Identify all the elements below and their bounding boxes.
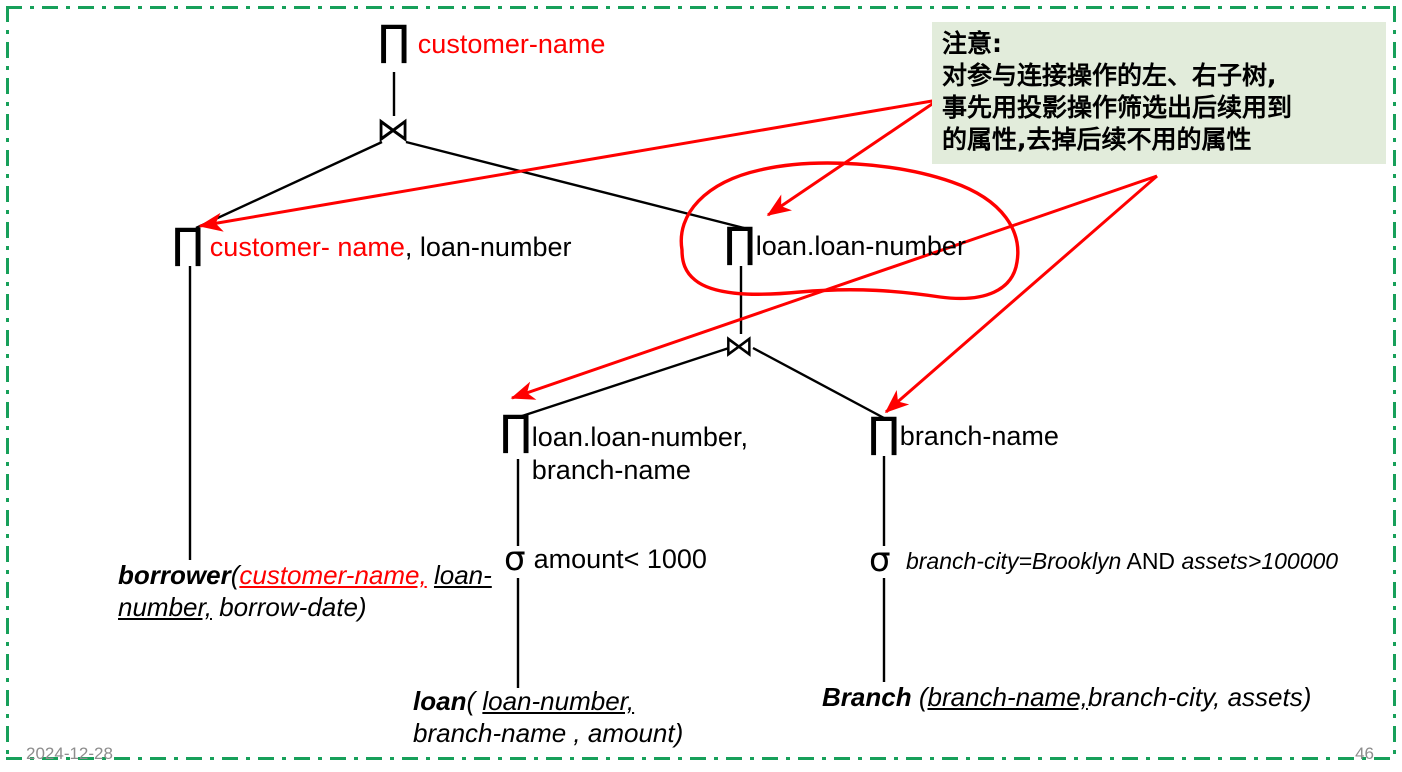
projection-operator-icon: ∏ <box>500 406 532 455</box>
join-operator-icon: ⋈ <box>376 110 410 150</box>
note-line-3: 事先用投影操作筛选出后续用到 <box>942 93 1293 122</box>
node-inner-left-projection: ∏ loan.loan-number, branch-name <box>500 406 748 485</box>
relation-loan: loan( loan-number, branch-name , amount) <box>413 686 753 749</box>
selection-operator-icon: σ <box>869 540 891 580</box>
relation-borrower-name: borrower <box>118 560 231 590</box>
selection-operator-icon: σ <box>504 539 526 579</box>
relation-loan-attr-plain: branch-name , amount) <box>413 717 684 748</box>
note-callout-box: 注意: 对参与连接操作的左、右子树, 事先用投影操作筛选出后续用到 的属性,去掉… <box>932 22 1386 164</box>
root-projection-attributes: customer-name <box>417 29 606 59</box>
inner-left-projection-line-2: branch-name <box>531 454 691 485</box>
note-line-1: 注意: <box>942 29 1002 58</box>
node-root-projection: ∏customer-name <box>378 20 606 62</box>
inner-left-projection-line-1: loan.loan-number, <box>531 422 748 452</box>
note-line-4: 的属性,去掉后续不用的属性 <box>942 125 1252 154</box>
node-top-join: ⋈ <box>376 110 410 150</box>
relation-branch-name: Branch <box>822 682 912 712</box>
relation-borrower-attr-key-2: loan-number, <box>118 560 492 622</box>
left-selection-condition: amount< 1000 <box>533 544 707 574</box>
node-right-projection: ∏loan.loan-number <box>724 222 966 264</box>
relation-branch-open-paren: ( <box>918 682 928 712</box>
slide-frame-bottom <box>6 757 1396 760</box>
relation-branch-attr-plain: branch-city, assets) <box>1087 682 1312 712</box>
footer-page-number: 46 <box>1355 744 1374 763</box>
right-projection-attributes: loan.loan-number <box>755 231 966 261</box>
projection-operator-icon: ∏ <box>378 16 410 65</box>
annotation-arrows <box>198 98 1158 414</box>
projection-operator-icon: ∏ <box>724 218 756 267</box>
projection-operator-icon: ∏ <box>172 219 204 268</box>
inner-right-projection-attributes: branch-name <box>899 421 1059 451</box>
relation-borrower: borrower(customer-name, loan-number, bor… <box>118 560 518 623</box>
left-projection-attributes-red: customer- name <box>209 232 405 262</box>
node-inner-join: ⋈ <box>724 330 754 363</box>
relation-loan-open-paren: ( <box>466 686 476 716</box>
footer-date: 2024-12-28 <box>26 744 113 763</box>
relation-borrower-attr-key: customer-name, <box>239 560 427 590</box>
right-selection-condition-part-1: branch-city=Brooklyn <box>905 548 1122 574</box>
right-selection-condition-operator: AND <box>1126 548 1176 574</box>
slide-frame-top <box>6 6 1396 9</box>
relation-loan-attr-key: loan-number, <box>482 686 635 716</box>
relation-branch: Branch (branch-name,branch-city, assets) <box>822 682 1392 714</box>
slide-frame-right <box>1393 6 1396 760</box>
projection-operator-icon: ∏ <box>868 408 900 457</box>
note-line-2: 对参与连接操作的左、右子树, <box>942 61 1277 90</box>
relation-branch-attr-key: branch-name, <box>927 682 1088 712</box>
highlight-circle <box>679 161 1020 301</box>
node-left-projection: ∏customer- name, loan-number <box>172 223 572 265</box>
relation-borrower-attr-plain: borrow-date) <box>219 591 367 622</box>
node-inner-right-projection: ∏branch-name <box>868 412 1059 454</box>
right-selection-condition-part-2: assets>100000 <box>1181 548 1339 574</box>
left-projection-attributes-black: , loan-number <box>404 232 572 262</box>
node-right-selection: σ branch-city=Brooklyn AND assets>100000 <box>869 543 1339 577</box>
relation-borrower-open-paren: ( <box>230 560 240 590</box>
relation-loan-name: loan <box>413 686 467 716</box>
join-operator-icon: ⋈ <box>724 329 754 364</box>
slide-frame-left <box>6 6 9 760</box>
